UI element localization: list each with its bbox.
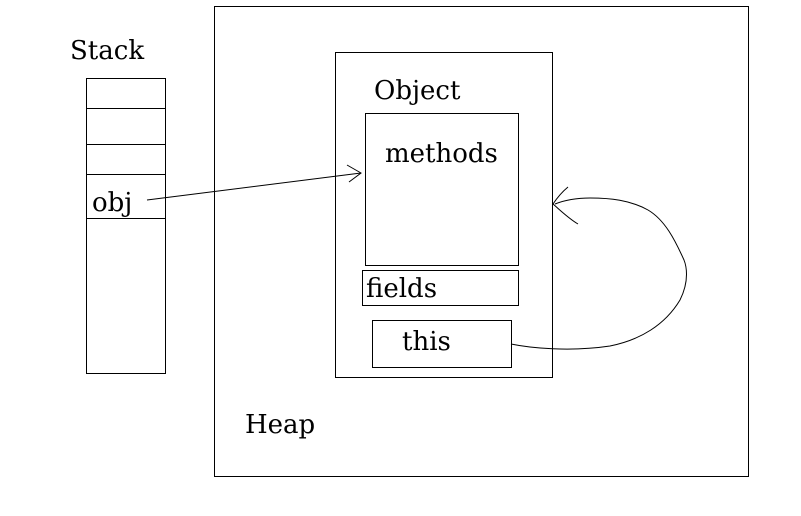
object-box	[335, 52, 553, 378]
methods-label: methods	[385, 139, 498, 169]
self-reference-arrow	[510, 186, 687, 350]
stack-column	[86, 78, 166, 374]
methods-box	[365, 113, 519, 266]
this-label: this	[402, 327, 451, 357]
fields-label: fields	[366, 274, 437, 304]
heap-region	[214, 6, 749, 477]
stack-slot-obj-label: obj	[92, 188, 132, 218]
heap-title: Heap	[245, 410, 315, 440]
object-title: Object	[374, 76, 461, 106]
stack-title: Stack	[70, 36, 144, 66]
fields-box	[362, 270, 519, 306]
reference-arrow	[146, 164, 362, 201]
